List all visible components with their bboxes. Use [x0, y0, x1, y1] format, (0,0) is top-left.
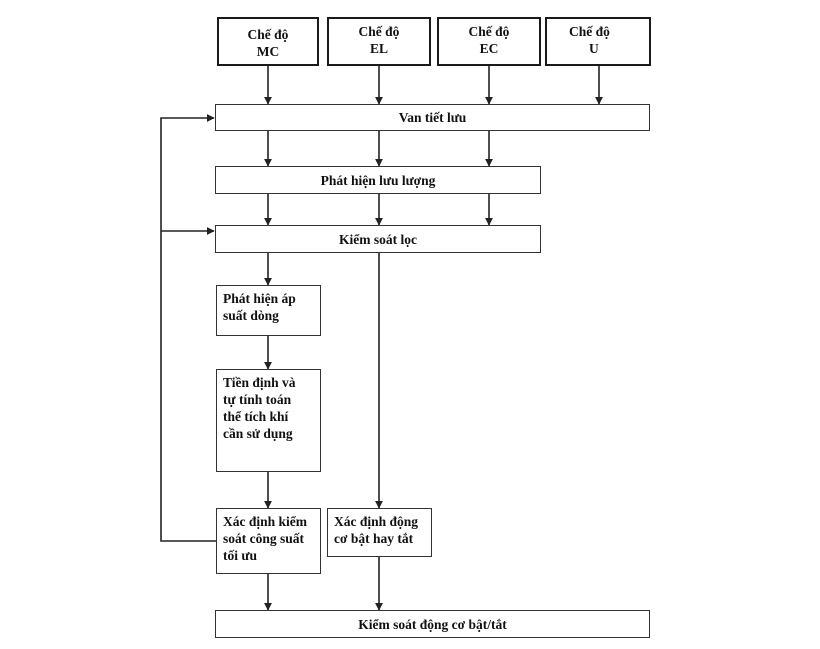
motor-decision-line2: cơ bật hay tắt [334, 531, 414, 546]
volume-calc-line3: thể tích khí [223, 409, 289, 424]
motor-decision-box: Xác định động cơ bật hay tắt [327, 508, 432, 557]
optimal-power-box: Xác định kiểm soát công suất tối ưu [216, 508, 321, 574]
line-pressure-box: Phát hiện áp suất dòng [216, 285, 321, 336]
filter-control-box: Kiểm soát lọc [215, 225, 541, 253]
motor-control-box: Kiểm soát động cơ bật/tắt [215, 610, 650, 638]
mode-u-code: U [589, 41, 599, 56]
mode-ec-label: Chế độ [468, 24, 510, 39]
mode-el-label: Chế độ [358, 24, 400, 39]
optimal-power-line3: tối ưu [223, 548, 257, 563]
mode-ec-code: EC [479, 41, 499, 56]
mode-mc-box: Chế độ MC [217, 17, 319, 66]
volume-calc-line1: Tiền định và [223, 375, 296, 390]
mode-el-box: Chế độ EL [327, 17, 431, 66]
line-pressure-line1: Phát hiện áp [223, 291, 296, 306]
throttle-valve-label: Van tiết lưu [398, 110, 467, 125]
volume-calc-line2: tự tính toán [223, 392, 292, 407]
throttle-valve-box: Van tiết lưu [215, 104, 650, 131]
volume-calc-line4: cần sử dụng [223, 426, 293, 441]
mode-u-box: Chế độ U [545, 17, 651, 66]
mode-u-label: Chế độ [569, 24, 610, 39]
volume-calc-box: Tiền định và tự tính toán thể tích khí c… [216, 369, 321, 472]
mode-el-code: EL [369, 41, 388, 56]
optimal-power-line2: soát công suất [223, 531, 305, 546]
mode-ec-box: Chế độ EC [437, 17, 541, 66]
flow-detection-box: Phát hiện lưu lượng [215, 166, 541, 194]
optimal-power-line1: Xác định kiểm [223, 514, 308, 529]
mode-mc-label: Chế độ [247, 27, 289, 42]
flow-detection-label: Phát hiện lưu lượng [320, 172, 436, 188]
feedback-loop-line [160, 114, 216, 542]
line-pressure-line2: suất dòng [223, 308, 279, 323]
mode-mc-code: MC [256, 44, 280, 59]
motor-control-label: Kiểm soát động cơ bật/tắt [358, 616, 507, 632]
filter-control-label: Kiểm soát lọc [339, 231, 417, 247]
motor-decision-line1: Xác định động [334, 514, 419, 529]
